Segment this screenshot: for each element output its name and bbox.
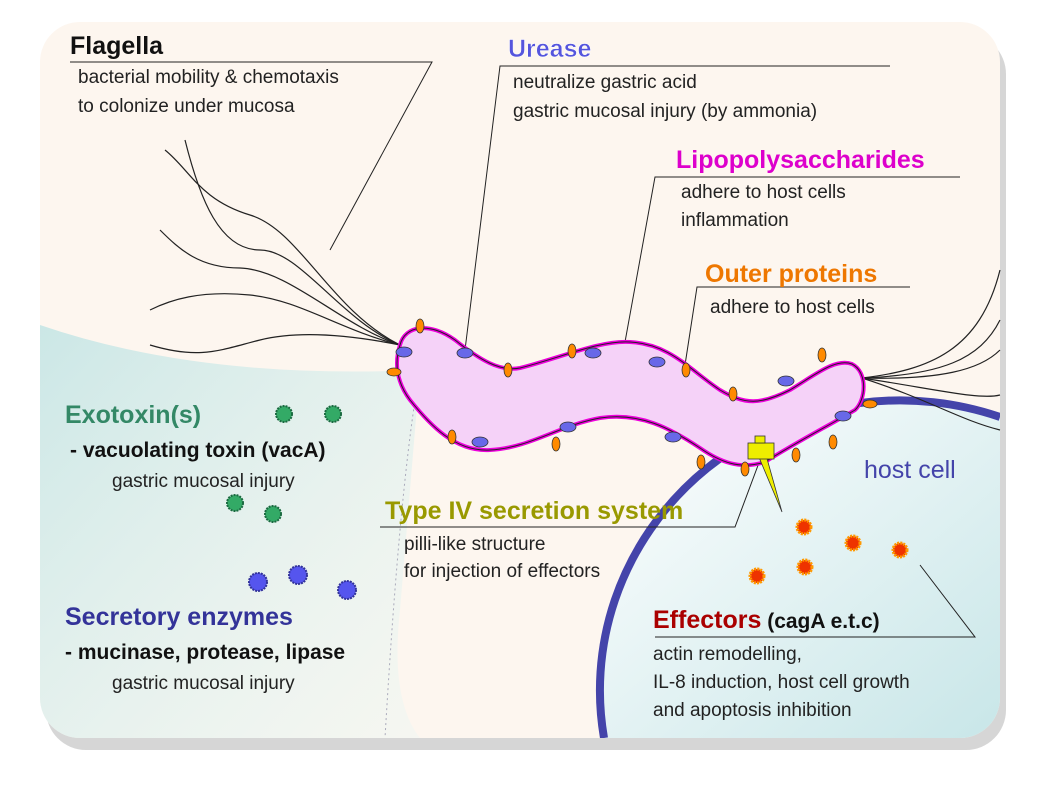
flagella-title: Flagella	[70, 32, 164, 60]
t4ss-title: Type IV secretion system	[385, 497, 683, 525]
mucosa-region	[40, 325, 420, 738]
exotoxin-particles	[226, 405, 342, 523]
urease-desc-1: neutralize gastric acid	[513, 72, 697, 93]
effectors-desc-2: IL-8 induction, host cell growth	[653, 672, 910, 693]
effectors-desc-1: actin remodelling,	[653, 644, 802, 665]
t4ss-desc-2: for injection of effectors	[404, 561, 600, 582]
urease-desc-2: gastric mucosal injury (by ammonia)	[513, 101, 817, 122]
effectors-desc-3: and apoptosis inhibition	[653, 700, 852, 721]
lps-desc-1: adhere to host cells	[681, 182, 846, 203]
exotoxin-title: Exotoxin(s)	[65, 401, 201, 429]
exotoxin-desc-2: gastric mucosal injury	[112, 471, 295, 492]
effectors-title: Effectors	[653, 606, 761, 634]
effector-particles	[748, 518, 909, 585]
flagella-left	[149, 139, 401, 354]
host-cell-label: host cell	[864, 456, 956, 484]
enzymes-desc-1: - mucinase, protease, lipase	[65, 641, 345, 664]
enzymes-desc-2: gastric mucosal injury	[112, 673, 295, 694]
flagella-desc-2: to colonize under mucosa	[78, 96, 295, 117]
flagella-desc-1: bacterial mobility & chemotaxis	[78, 67, 339, 88]
outer-proteins-title: Outer proteins	[705, 260, 877, 288]
flagella-right	[861, 269, 1001, 431]
lps-desc-2: inflammation	[681, 210, 789, 231]
t4ss-desc-1: pilli-like structure	[404, 534, 545, 555]
effectors-suffix: (cagA e.t.c)	[761, 610, 879, 633]
effectors-heading: Effectors (cagA e.t.c)	[653, 606, 880, 634]
leader-lines	[70, 61, 977, 638]
outer-proteins-desc: adhere to host cells	[710, 297, 875, 318]
urease-title: Urease	[508, 35, 591, 63]
enzyme-particles	[248, 565, 357, 600]
type-iv-secretion-system	[747, 435, 783, 513]
bacterium-outline	[396, 327, 865, 466]
enzymes-title: Secretory enzymes	[65, 603, 293, 631]
exotoxin-desc-1: - vacuolating toxin (vacA)	[70, 439, 326, 462]
host-cell-membrane	[596, 396, 1000, 738]
outer-proteins	[386, 318, 878, 477]
urease-molecules	[395, 346, 852, 448]
lps-title: Lipopolysaccharides	[676, 146, 925, 174]
